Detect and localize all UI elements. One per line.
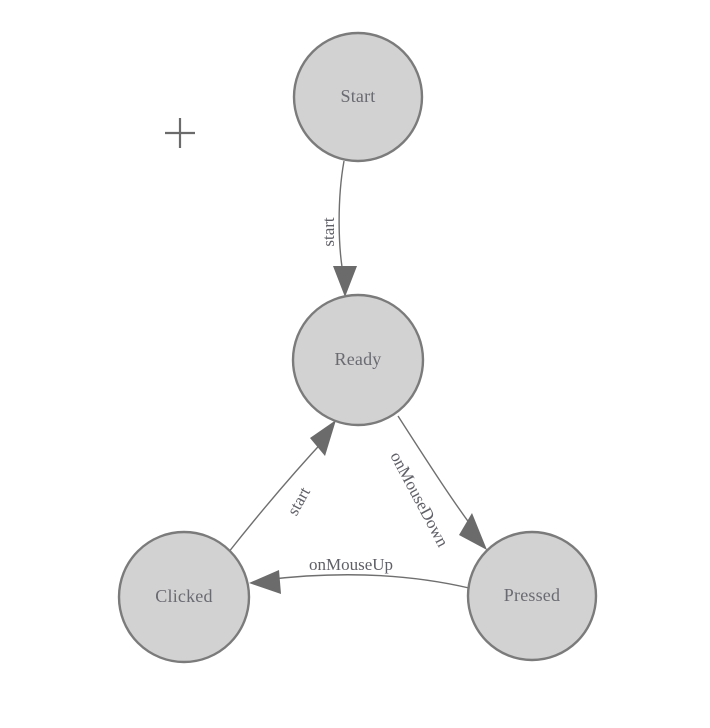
node-start-circle[interactable]	[292, 31, 424, 163]
edge-ready-to-pressed[interactable]: onMouseDown	[386, 415, 487, 551]
edge-path-pressed-to-clicked	[263, 574, 470, 589]
edge-label-ready-to-pressed: onMouseDown	[386, 449, 452, 551]
edge-start-to-ready[interactable]: start	[319, 160, 357, 297]
node-ready[interactable]: Ready	[291, 293, 425, 427]
node-pressed[interactable]: Pressed	[466, 530, 598, 662]
node-pressed-circle[interactable]	[466, 530, 598, 662]
arrowhead-clicked-to-ready	[310, 420, 336, 456]
edge-label-pressed-to-clicked: onMouseUp	[309, 555, 393, 574]
node-clicked-label: Clicked	[155, 586, 212, 606]
edge-label-clicked-to-ready: start	[283, 484, 314, 519]
node-start-label: Start	[341, 86, 376, 106]
node-ready-circle[interactable]	[291, 293, 425, 427]
edge-path-start-to-ready	[338, 160, 345, 279]
arrowhead-ready-to-pressed	[459, 513, 487, 550]
node-pressed-label: Pressed	[504, 585, 560, 605]
node-clicked-circle[interactable]	[117, 530, 251, 664]
node-clicked[interactable]: Clicked	[117, 530, 251, 664]
edge-label-start-to-ready: start	[319, 217, 338, 247]
edge-pressed-to-clicked[interactable]: onMouseUp	[249, 555, 470, 594]
crosshair-icon	[165, 118, 195, 148]
arrowhead-start-to-ready	[333, 266, 357, 297]
arrowhead-pressed-to-clicked	[249, 570, 281, 594]
node-start[interactable]: Start	[292, 31, 424, 163]
edge-path-clicked-to-ready	[227, 436, 328, 554]
node-ready-label: Ready	[335, 349, 382, 369]
edge-clicked-to-ready[interactable]: start	[227, 420, 336, 554]
